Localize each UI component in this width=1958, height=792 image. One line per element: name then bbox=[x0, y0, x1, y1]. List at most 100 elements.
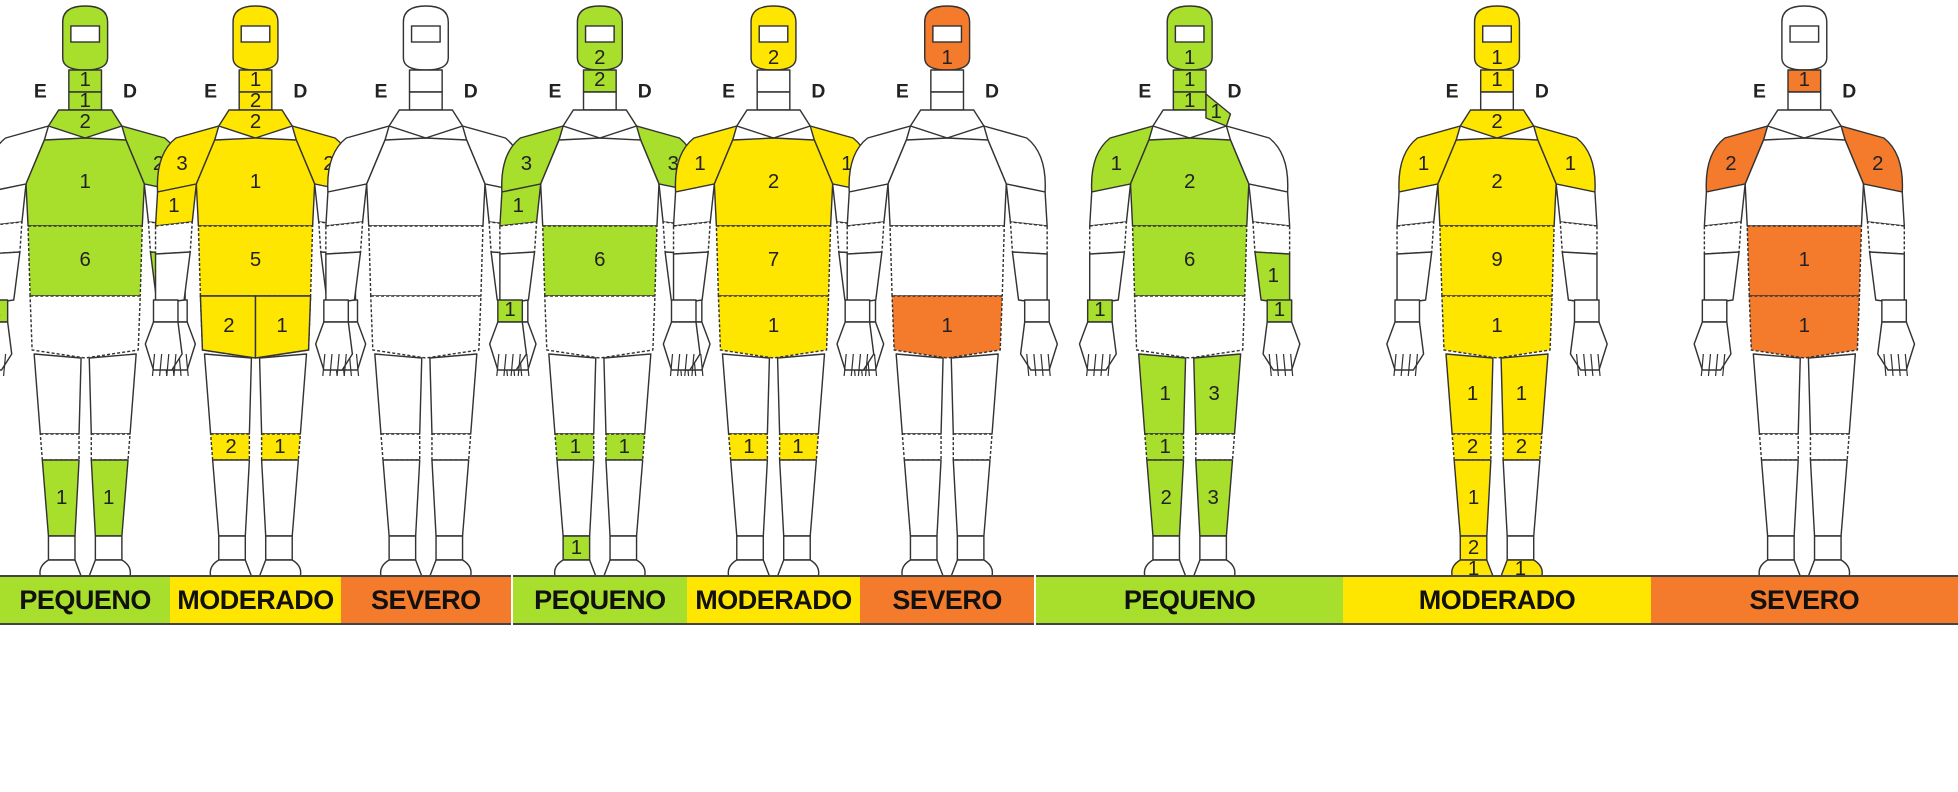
region-foot-right bbox=[1808, 560, 1849, 576]
region-foot-right bbox=[89, 560, 130, 576]
side-label-right: D bbox=[1535, 82, 1549, 103]
region-foot-left bbox=[1144, 560, 1185, 576]
side-label-right: D bbox=[1842, 82, 1856, 103]
region-thigh-right bbox=[260, 354, 307, 434]
region-neck-base bbox=[389, 110, 462, 138]
region-cervical bbox=[410, 92, 443, 110]
region-leg-left bbox=[731, 460, 768, 536]
region-upper-back bbox=[541, 138, 659, 226]
region-cervical bbox=[1788, 92, 1821, 110]
region-count-thigh-left: 1 bbox=[1160, 383, 1171, 405]
region-count-upper-back: 2 bbox=[1184, 171, 1195, 193]
region-leg-right bbox=[432, 460, 469, 536]
region-count-neck: 1 bbox=[1799, 69, 1810, 91]
region-count-cervical: 1 bbox=[1184, 90, 1195, 112]
side-label-left: E bbox=[204, 82, 217, 103]
region-thigh-left bbox=[34, 354, 81, 434]
region-knee-right bbox=[432, 434, 471, 460]
region-hand-left bbox=[316, 322, 353, 370]
region-thigh-right bbox=[604, 354, 651, 434]
region-forearm-left bbox=[847, 252, 882, 304]
region-ankle-right bbox=[436, 536, 463, 560]
region-hips bbox=[371, 296, 481, 358]
region-elbow-right bbox=[1868, 222, 1905, 254]
side-label-right: D bbox=[1228, 82, 1242, 103]
region-count-thigh-left: 1 bbox=[1467, 383, 1478, 405]
legend-severo: SEVERO bbox=[341, 575, 511, 625]
region-wrist-right bbox=[1882, 300, 1906, 322]
side-label-left: E bbox=[1138, 82, 1151, 103]
region-count-upper-arm-left: 1 bbox=[168, 195, 179, 217]
region-hips bbox=[30, 296, 140, 358]
region-count-ankle-left: 1 bbox=[571, 537, 582, 559]
region-count-hip-right: 1 bbox=[276, 315, 287, 337]
region-count-knee-right: 1 bbox=[619, 436, 630, 458]
region-foot-right bbox=[430, 560, 471, 576]
region-count-shoulder-right: 2 bbox=[1872, 153, 1883, 175]
region-knee-left bbox=[381, 434, 420, 460]
region-count-lower-back: 5 bbox=[250, 249, 261, 271]
region-count-head: 1 bbox=[941, 47, 952, 69]
region-wrist-left bbox=[154, 300, 178, 322]
region-thigh-left bbox=[375, 354, 422, 434]
region-count-hips: 1 bbox=[1491, 315, 1502, 337]
region-count-lower-back: 6 bbox=[1184, 249, 1195, 271]
legend-pequeno: PEQUENO bbox=[1036, 575, 1343, 625]
region-thigh-left bbox=[1753, 354, 1800, 434]
region-knee-left bbox=[40, 434, 79, 460]
face-window bbox=[71, 26, 100, 42]
legend-moderado: MODERADO bbox=[170, 575, 340, 625]
region-hips bbox=[1135, 296, 1245, 358]
side-label-right: D bbox=[293, 82, 307, 103]
region-lower-back bbox=[369, 226, 483, 296]
region-ankle-left bbox=[1768, 536, 1795, 560]
region-hand-left bbox=[490, 322, 527, 370]
region-upper-back bbox=[367, 138, 485, 226]
region-count-neck-base: 2 bbox=[250, 111, 261, 133]
region-hand-left bbox=[837, 322, 874, 370]
region-ankle-right bbox=[266, 536, 293, 560]
region-leg-right bbox=[606, 460, 643, 536]
region-count-shoulder-right: 1 bbox=[1565, 153, 1576, 175]
region-count-lower-back: 7 bbox=[768, 249, 779, 271]
region-neck bbox=[931, 70, 964, 92]
region-wrist-left bbox=[845, 300, 869, 322]
region-thigh-left bbox=[549, 354, 596, 434]
body-figure-pequeno: ED111112611113123 bbox=[1080, 6, 1300, 576]
face-window bbox=[1175, 26, 1204, 42]
region-thigh-right bbox=[1808, 354, 1855, 434]
region-count-knee-left: 1 bbox=[1160, 436, 1171, 458]
region-elbow-left bbox=[500, 222, 537, 254]
region-neck-base bbox=[563, 110, 636, 138]
region-wrist-left bbox=[324, 300, 348, 322]
region-count-upper-back: 2 bbox=[1491, 171, 1502, 193]
region-elbow-left bbox=[847, 222, 884, 254]
region-foot-left bbox=[902, 560, 943, 576]
region-upper-arm-left bbox=[0, 184, 26, 226]
region-count-knee-left: 2 bbox=[1467, 436, 1478, 458]
region-foot-left bbox=[728, 560, 769, 576]
region-ankle-right bbox=[1507, 536, 1534, 560]
region-count-hip-left: 2 bbox=[223, 315, 234, 337]
region-leg-right bbox=[780, 460, 817, 536]
region-count-head: 2 bbox=[594, 47, 605, 69]
legend-moderado: MODERADO bbox=[1343, 575, 1650, 625]
region-count-knee-left: 2 bbox=[225, 436, 236, 458]
region-forearm-left bbox=[326, 252, 361, 304]
side-label-left: E bbox=[34, 82, 47, 103]
region-hand-left bbox=[663, 322, 700, 370]
region-elbow-left bbox=[1090, 222, 1127, 254]
region-hand-left bbox=[1080, 322, 1117, 370]
face-window bbox=[586, 26, 615, 42]
region-forearm-right bbox=[1562, 252, 1597, 304]
region-knee-right bbox=[1810, 434, 1849, 460]
region-count-cervical: 1 bbox=[79, 90, 90, 112]
region-leg-left bbox=[904, 460, 941, 536]
region-hand-left bbox=[1387, 322, 1424, 370]
region-elbow-left bbox=[674, 222, 711, 254]
region-forearm-right bbox=[1012, 252, 1047, 304]
region-count-upper-back: 1 bbox=[79, 171, 90, 193]
region-count-hips: 1 bbox=[768, 315, 779, 337]
region-forearm-left bbox=[156, 252, 191, 304]
region-foot-left bbox=[381, 560, 422, 576]
